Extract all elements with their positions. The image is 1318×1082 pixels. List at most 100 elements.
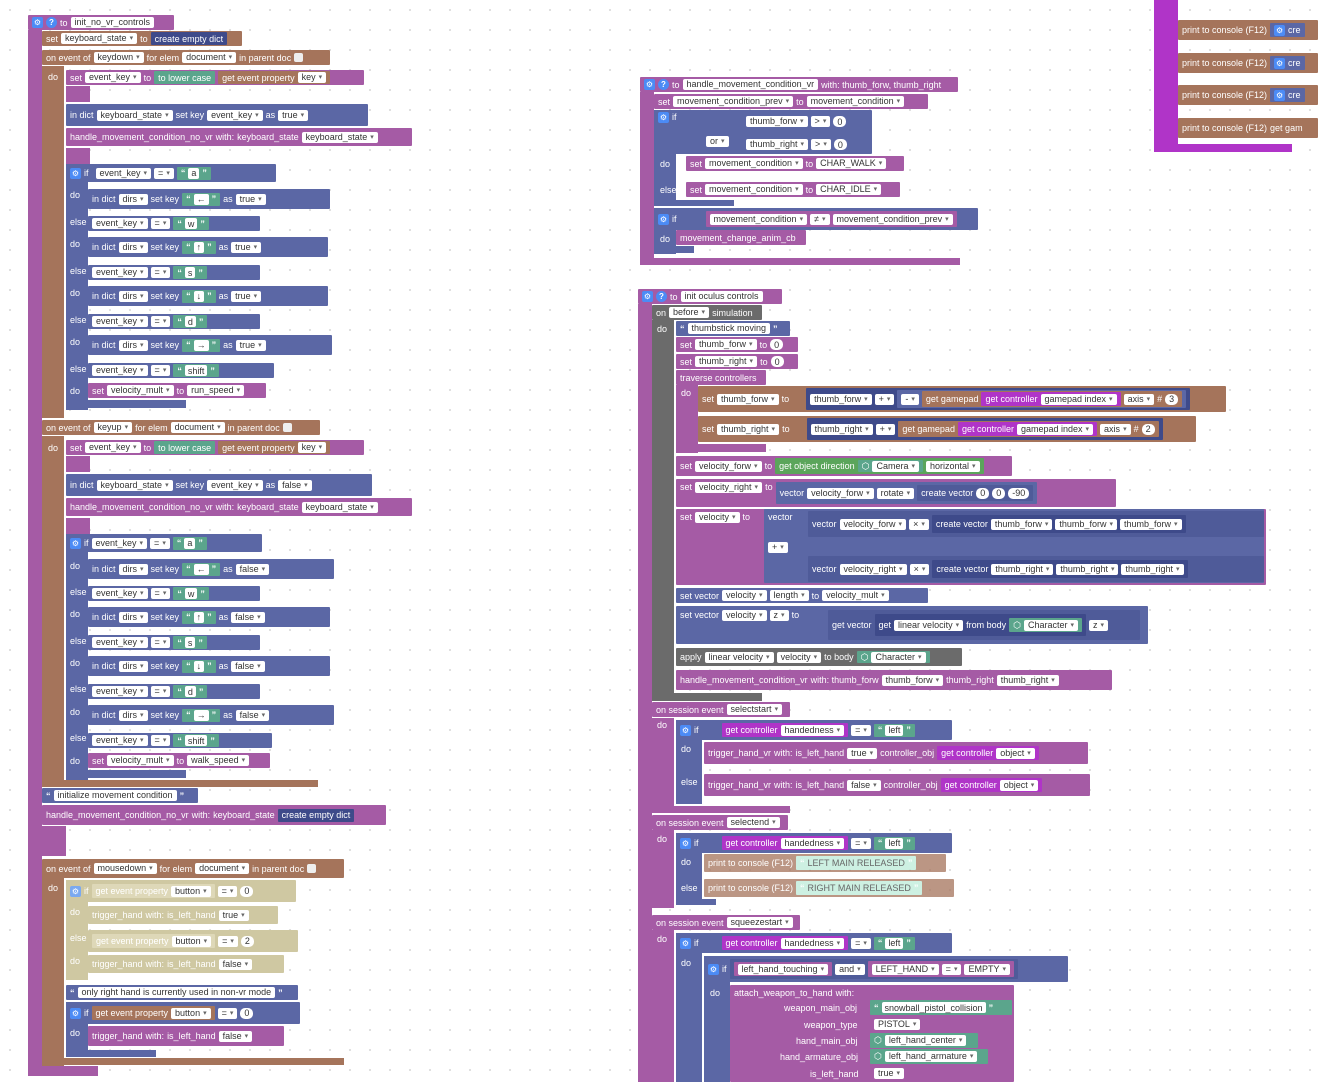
help-icon[interactable]: ? <box>46 17 57 28</box>
keydown-event[interactable]: on event of keydown for elem document in… <box>42 50 330 65</box>
disabled-trigger-false[interactable]: trigger_hand with: is_left_hand false <box>88 955 284 973</box>
elseif-d[interactable]: event_key= “d” <box>88 314 260 329</box>
trigger-vr-true[interactable]: trigger_hand_vrwith:is_left_handtruecont… <box>704 742 1088 764</box>
gear-icon[interactable]: ⚙ <box>70 167 81 179</box>
print-console-1[interactable]: print to console (F12) ⚙cre <box>1178 20 1318 40</box>
var-dropdown[interactable]: keyboard_state <box>61 33 138 44</box>
procedure-header[interactable]: ⚙ ? to init_no_vr_controls <box>28 15 174 30</box>
vr-procedure-header[interactable]: ⚙ ? to handle_movement_condition_vr with… <box>640 77 958 92</box>
call-handle-empty[interactable]: handle_movement_condition_no_vr with: ke… <box>42 805 386 825</box>
keyup-event[interactable]: on event of keyup for elem document in p… <box>42 420 320 435</box>
plus-dropdown[interactable]: + <box>768 542 788 553</box>
gear-icon[interactable]: ⚙ <box>644 79 655 90</box>
set-keyboard-state[interactable]: set keyboard_state to create empty dict <box>42 31 242 46</box>
print-right-released[interactable]: print to console (F12) “RIGHT MAIN RELEA… <box>704 879 954 897</box>
gear-icon[interactable]: ⚙ <box>680 937 691 949</box>
parent-checkbox[interactable] <box>294 53 304 62</box>
if-left-touching[interactable]: ⚙if left_hand_touchingand LEFT_HAND=EMPT… <box>704 956 1068 982</box>
snowball-pistol[interactable]: “snowball_pistol_collision” <box>870 1000 1012 1015</box>
print-console-4[interactable]: print to console (F12) get gam <box>1178 118 1318 138</box>
hand-center[interactable]: ⬡left_hand_center <box>870 1033 978 1048</box>
gear-icon[interactable]: ⚙ <box>70 537 81 549</box>
if-block[interactable]: ⚙ if event_key = “a” <box>66 164 276 182</box>
gear-icon[interactable]: ⚙ <box>1274 57 1286 69</box>
gear-icon[interactable]: ⚙ <box>32 17 43 28</box>
lower-case-block[interactable]: to lower case <box>154 71 216 84</box>
elem-dropdown[interactable]: document <box>182 52 237 63</box>
vr-if-changed[interactable]: ⚙ if movement_condition≠movement_conditi… <box>654 208 978 230</box>
if-block-up[interactable]: ⚙ if event_key = “a” <box>66 534 262 552</box>
weapon-type-pistol[interactable]: PISTOL <box>870 1017 932 1032</box>
cond-thumb-forw[interactable]: thumb_forw>0 <box>742 114 866 129</box>
print-console-2[interactable]: print to console (F12) ⚙cre <box>1178 53 1318 73</box>
oculus-procedure-header[interactable]: ⚙ ? to init oculus controls <box>638 289 782 304</box>
call-handle-no-vr[interactable]: handle_movement_condition_no_vr with: ke… <box>66 128 412 146</box>
print-console-3[interactable]: print to console (F12) ⚙cre <box>1178 85 1318 105</box>
gear-icon[interactable]: ⚙ <box>1274 89 1286 101</box>
set-event-key[interactable]: set event_key to to lower case get event… <box>66 70 364 85</box>
disabled-trigger-true[interactable]: trigger_hand with: is_left_hand true <box>88 906 278 924</box>
comment-thumbstick[interactable]: “thumbstick moving” <box>676 321 790 336</box>
help-icon[interactable]: ? <box>656 291 667 302</box>
event-dropdown[interactable]: keydown <box>93 52 144 63</box>
cond-thumb-right[interactable]: thumb_right>0 <box>742 137 866 152</box>
call-handle-no-vr-2[interactable]: handle_movement_condition_no_vr with: ke… <box>66 498 412 516</box>
gear-icon[interactable]: ⚙ <box>680 837 691 849</box>
elseif-w[interactable]: event_key= “w” <box>88 216 260 231</box>
parent-checkbox[interactable] <box>307 864 317 873</box>
set-movement-prev[interactable]: set movement_condition_prev to movement_… <box>654 94 928 109</box>
gear-icon[interactable]: ⚙ <box>680 724 691 736</box>
comment-init-movement[interactable]: “ initialize movement condition ” <box>42 788 198 803</box>
in-dict-set-true[interactable]: in dict keyboard_state set key event_key… <box>66 104 368 126</box>
elseif-w-up[interactable]: event_key= “w” <box>88 586 260 601</box>
trigger-hand-false[interactable]: trigger_hand with: is_left_hand false <box>88 1026 284 1046</box>
mousedown-event[interactable]: on event of mousedown for elem document … <box>42 859 344 878</box>
elseif-s-up[interactable]: event_key= “s” <box>88 635 260 650</box>
help-icon[interactable]: ? <box>658 79 669 90</box>
comment-right-hand[interactable]: “ only right hand is currently used in n… <box>66 985 298 1000</box>
in-dict-set-false[interactable]: in dict keyboard_state set key event_key… <box>66 474 372 496</box>
or-dropdown[interactable]: or <box>706 136 729 147</box>
elseif-s[interactable]: event_key= “s” <box>88 265 260 280</box>
print-left-released[interactable]: print to console (F12) “LEFT MAIN RELEAS… <box>704 854 946 872</box>
elseif-d-up[interactable]: event_key= “d” <box>88 684 260 699</box>
elseif-shift[interactable]: event_key= “shift” <box>88 363 274 378</box>
call-anim-cb[interactable]: movement_change_anim_cb <box>676 230 806 245</box>
gear-icon[interactable]: ⚙ <box>70 1007 81 1019</box>
trigger-vr-false[interactable]: trigger_hand_vrwith:is_left_handfalsecon… <box>704 774 1090 796</box>
gear-icon[interactable]: ⚙ <box>658 112 669 123</box>
set-event-key-up[interactable]: set event_key to to lower case get event… <box>66 440 364 455</box>
